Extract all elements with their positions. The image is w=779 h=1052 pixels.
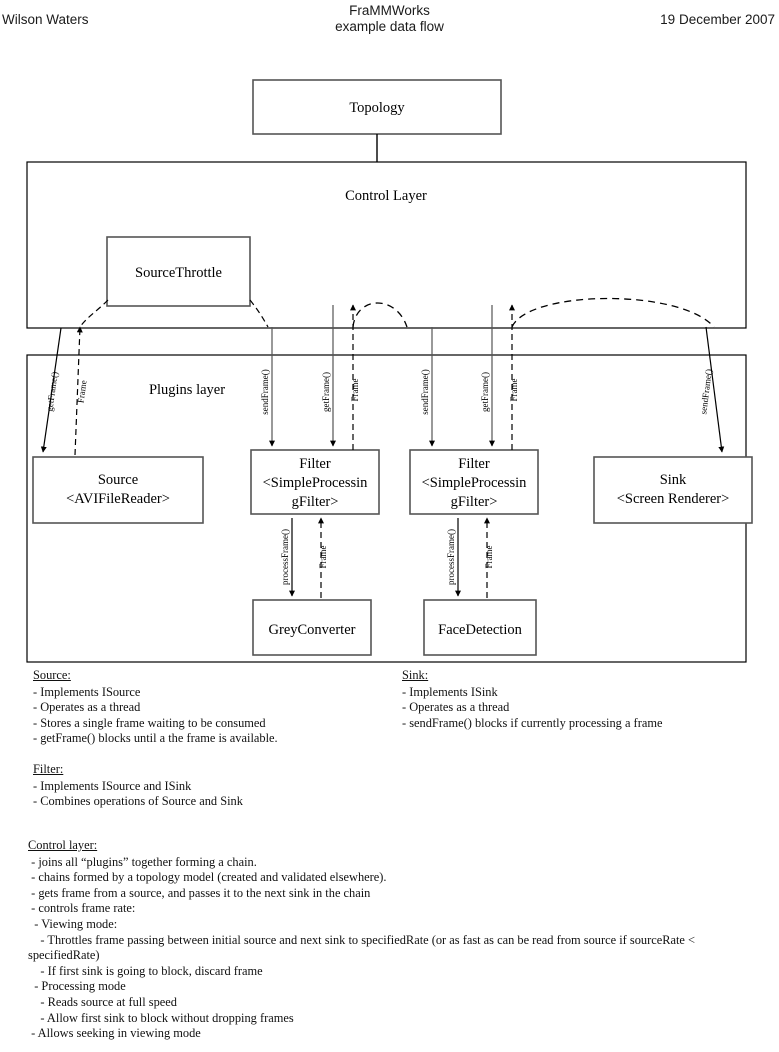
notes-source-line-3: - getFrame() blocks until a the frame is… [33,731,278,746]
header-title-line1: FraMMWorks [349,3,430,18]
notes-sink-block: Sink: - Implements ISink - Operates as a… [402,668,772,731]
edge-getframe-source [40,327,62,453]
edge-sendframe-sink [705,326,725,453]
notes-control-line-7: - Processing mode [28,979,126,994]
notes-sink-heading: Sink: [402,668,429,682]
sink-label-line2: <Screen Renderer> [617,491,730,507]
page-header: Wilson Waters FraMMWorks example data fl… [0,0,779,46]
sink-node: Sink <Screen Renderer> [593,456,753,524]
notes-control-heading: Control layer: [28,838,98,852]
edge-label-processframe-grey: processFrame() [280,529,290,585]
notes-control-line-5: - Throttles frame passing between initia… [28,932,699,963]
notes-filter-block: Filter: - Implements ISource and ISink -… [33,762,403,810]
topology-label: Topology [349,100,405,116]
notes-source-line-0: - Implements ISource [33,684,141,699]
frame-arc-filter1 [352,302,408,328]
filter1-label-line3: gFilter> [292,494,339,510]
notes-control-line-0: - joins all “plugins” together forming a… [28,854,257,869]
architecture-diagram: Topology Control Layer SourceThrottle Pl… [26,79,753,663]
topology-node: Topology [252,79,502,135]
notes-source-line-1: - Operates as a thread [33,700,141,715]
filter2-label-line2: <SimpleProcessin [422,475,528,491]
notes-control-line-1: - chains formed by a topology model (cre… [28,870,387,885]
throttle-left-dashed-curve [79,299,109,328]
filter2-label-line3: gFilter> [451,494,498,510]
notes-control-line-8: - Reads source at full speed [28,994,177,1009]
source-throttle-label: SourceThrottle [135,265,222,281]
sink-label-line1: Sink [660,472,687,488]
notes-spacer [33,747,403,762]
throttle-right-dashed-curve [249,299,269,328]
filter1-label-line1: Filter [299,456,331,472]
edge-label-sendframe-filter2: sendFrame() [420,369,430,414]
notes-sink-line-0: - Implements ISink [402,684,498,699]
control-layer-label: Control Layer [345,188,427,204]
notes-source-block: Source: - Implements ISource - Operates … [33,668,403,747]
source-throttle-node: SourceThrottle [106,236,251,307]
grey-converter-label: GreyConverter [269,622,356,638]
notes-source-heading: Source: [33,668,71,682]
plugins-layer-label: Plugins layer [149,382,225,398]
notes-filter-heading: Filter: [33,761,64,776]
notes-sink-line-1: - Operates as a thread [402,700,510,715]
edge-label-sendframe-filter1: sendFrame() [260,369,270,414]
edge-frame-source [74,326,83,456]
grey-converter-node: GreyConverter [252,599,372,656]
notes-control-line-10: - Allows seeking in viewing mode [28,1026,201,1041]
filter2-node: Filter <SimpleProcessin gFilter> [409,449,539,515]
notes-filter-line-1: - Combines operations of Source and Sink [33,794,243,809]
notes-sink-line-2: - sendFrame() blocks if currently proces… [402,715,663,730]
notes-column-right: Sink: - Implements ISink - Operates as a… [402,668,772,731]
frame-arc-filter2-sink [511,297,715,328]
header-title-line2: example data flow [335,19,444,34]
edge-label-frame-filter2: Frame [509,379,519,402]
source-label-line1: Source [98,472,138,488]
header-title: FraMMWorks example data flow [0,3,779,35]
notes-control-layer-block: Control layer: - joins all “plugins” tog… [28,838,758,1042]
notes-control-line-3: - controls frame rate: [28,901,136,916]
edge-label-frame-grey: Frame [318,546,328,569]
notes-control-line-4: - Viewing mode: [28,916,118,931]
header-date: 19 December 2007 [660,12,775,27]
edge-label-getframe-filter2: getFrame() [480,372,490,412]
face-detection-label: FaceDetection [438,622,522,638]
notes-source-line-2: - Stores a single frame waiting to be co… [33,715,266,730]
source-label-line2: <AVIFileReader> [66,491,170,507]
edge-label-frame-face: Frame [484,546,494,569]
notes-control-line-2: - gets frame from a source, and passes i… [28,885,371,900]
notes-column-left: Source: - Implements ISource - Operates … [33,668,403,810]
edge-label-processframe-face: processFrame() [446,529,456,585]
notes-control-line-6: - If first sink is going to block, disca… [28,963,263,978]
header-author: Wilson Waters [2,12,89,27]
edge-label-getframe-filter1: getFrame() [321,372,331,412]
source-node: Source <AVIFileReader> [32,456,204,524]
face-detection-node: FaceDetection [423,599,537,656]
edge-label-frame-source: Frame [75,379,88,403]
notes-control-line-9: - Allow first sink to block without drop… [28,1010,294,1025]
edge-label-frame-filter1: Frame [350,379,360,402]
filter2-label-line1: Filter [458,456,490,472]
notes-filter-line-0: - Implements ISource and ISink [33,778,192,793]
filter1-label-line2: <SimpleProcessin [263,475,369,491]
filter1-node: Filter <SimpleProcessin gFilter> [250,449,380,515]
